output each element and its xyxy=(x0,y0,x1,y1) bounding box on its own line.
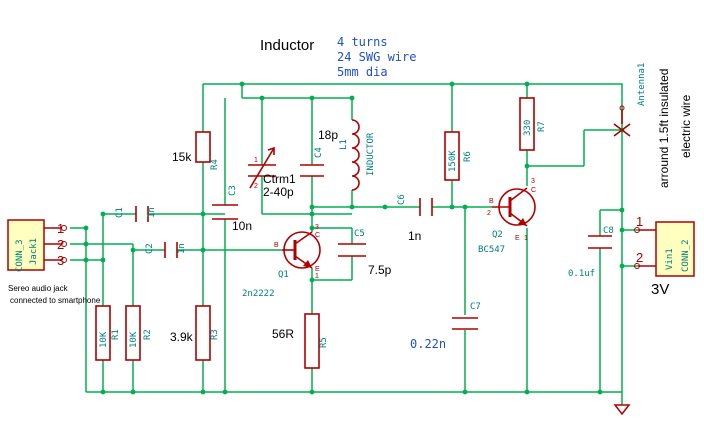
supply-voltage-label: 3V xyxy=(651,281,669,298)
svg-text:150K: 150K xyxy=(448,150,458,172)
ground-icon xyxy=(613,404,631,416)
svg-text:C: C xyxy=(531,187,536,194)
svg-text:56R: 56R xyxy=(272,327,294,341)
svg-text:0.1uf: 0.1uf xyxy=(568,269,595,279)
jack-pin1-label: 1 xyxy=(57,221,64,236)
capacitor-c6: C6 1n xyxy=(397,194,433,243)
svg-text:7.5p: 7.5p xyxy=(368,263,392,277)
svg-text:2: 2 xyxy=(254,183,258,190)
svg-text:Vin1: Vin1 xyxy=(665,248,675,270)
svg-text:1: 1 xyxy=(636,214,643,229)
svg-text:2: 2 xyxy=(487,210,491,217)
resistor-r1: 10K R1 xyxy=(95,305,121,361)
svg-text:E: E xyxy=(315,266,320,273)
svg-text:0.22n: 0.22n xyxy=(410,337,446,351)
capacitor-c2: C2 1n xyxy=(145,242,187,258)
svg-text:1n: 1n xyxy=(408,229,421,243)
capacitor-c8: C8 0.1uf xyxy=(568,226,614,279)
antenna-icon: Antenna1 arround 1.5ft insulated electri… xyxy=(613,63,693,188)
svg-text:R3: R3 xyxy=(210,329,220,340)
svg-text:B: B xyxy=(489,198,494,205)
svg-text:3: 3 xyxy=(315,224,319,231)
svg-text:2n2222: 2n2222 xyxy=(242,289,275,299)
wires xyxy=(70,83,638,405)
antenna-label: Antenna1 xyxy=(637,63,647,106)
svg-text:1n: 1n xyxy=(147,207,157,218)
audio-jack-connector: CONN_3 Jack1 1 2 3 Sereo audio jack conn… xyxy=(7,219,101,305)
inductor-note-line1: 4 turns xyxy=(337,35,388,49)
inductor-note-title: Inductor xyxy=(260,37,314,54)
jack-ref-label: CONN_3 xyxy=(15,239,25,272)
antenna-note-line1: arround 1.5ft insulated xyxy=(657,69,671,188)
inductor-note-line3: 5mm dia xyxy=(337,65,388,79)
svg-text:2: 2 xyxy=(636,250,643,265)
svg-text:1: 1 xyxy=(315,273,319,280)
svg-text:2-40p: 2-40p xyxy=(263,185,294,199)
capacitor-c5: C5 7.5p xyxy=(338,229,392,277)
resistor-r5: R5 56R xyxy=(272,313,329,369)
svg-text:R6: R6 xyxy=(463,151,473,162)
svg-text:Ctrm1: Ctrm1 xyxy=(263,172,296,186)
svg-text:Q1: Q1 xyxy=(278,270,289,280)
svg-text:C1: C1 xyxy=(115,207,125,218)
svg-text:L1: L1 xyxy=(339,139,349,150)
svg-text:C5: C5 xyxy=(354,229,365,239)
svg-text:1: 1 xyxy=(524,235,528,242)
inductor-l1: L1 INDUCTOR xyxy=(339,119,376,191)
inductor-note: Inductor 4 turns 24 SWG wire 5mm dia xyxy=(260,35,416,79)
jack-name-label: Jack1 xyxy=(29,238,39,265)
svg-text:10n: 10n xyxy=(232,219,252,233)
power-input-connector: 1 2 Vin1 CONN_2 3V xyxy=(634,214,695,298)
jack-note-line2: connected to smartphone xyxy=(10,296,101,305)
junction-dots xyxy=(83,81,625,395)
resistor-r6: 150K R6 xyxy=(444,131,473,181)
svg-text:E: E xyxy=(515,235,520,242)
capacitor-c7: C7 0.22n xyxy=(410,302,481,351)
svg-text:C4: C4 xyxy=(314,147,324,158)
resistor-r2: 10K R2 xyxy=(125,305,153,361)
jack-pin2-label: 2 xyxy=(57,237,64,252)
svg-text:CONN_2: CONN_2 xyxy=(681,239,691,272)
svg-text:C: C xyxy=(315,232,320,239)
inductor-note-line2: 24 SWG wire xyxy=(337,50,416,64)
resistor-r4: R4 15k xyxy=(172,131,220,170)
svg-text:INDUCTOR: INDUCTOR xyxy=(366,132,376,176)
svg-text:BC547: BC547 xyxy=(478,245,505,255)
resistor-r7: 330 R7 xyxy=(519,97,547,151)
svg-text:R1: R1 xyxy=(111,329,121,340)
svg-text:R2: R2 xyxy=(143,329,153,340)
svg-text:3: 3 xyxy=(531,178,535,185)
capacitor-c1: C1 1n xyxy=(115,206,157,222)
svg-text:B: B xyxy=(274,242,279,249)
svg-text:18p: 18p xyxy=(318,128,338,142)
transistor-q1: B C E 3 1 Q1 2n2222 xyxy=(242,224,321,299)
svg-text:3.9k: 3.9k xyxy=(170,330,194,344)
svg-text:C2: C2 xyxy=(145,243,155,254)
jack-note-line1: Sereo audio jack xyxy=(8,284,69,293)
resistor-r3: R3 3.9k xyxy=(170,305,220,361)
antenna-note-line2: electric wire xyxy=(679,94,693,158)
jack-pin3-label: 3 xyxy=(57,253,64,268)
capacitor-c4: C4 18p xyxy=(300,128,338,177)
svg-text:C7: C7 xyxy=(470,302,481,312)
svg-text:15k: 15k xyxy=(172,150,192,164)
svg-text:10K: 10K xyxy=(99,331,109,348)
svg-text:1n: 1n xyxy=(177,243,187,254)
svg-text:10K: 10K xyxy=(129,331,139,348)
capacitor-c3: C3 10n xyxy=(212,185,252,233)
svg-text:C8: C8 xyxy=(603,226,614,236)
svg-text:Q2: Q2 xyxy=(492,230,503,240)
svg-text:330: 330 xyxy=(523,120,533,136)
trimmer-capacitor-ctrm1: 1 2 Ctrm1 2-40p xyxy=(248,146,296,199)
svg-text:R5: R5 xyxy=(319,337,329,348)
svg-text:C6: C6 xyxy=(397,194,407,205)
svg-text:1: 1 xyxy=(254,157,258,164)
transistor-q2: B 2 C 3 E 1 Q2 BC547 xyxy=(478,178,536,255)
svg-text:R7: R7 xyxy=(537,121,547,132)
svg-text:C3: C3 xyxy=(228,185,238,196)
svg-text:R4: R4 xyxy=(210,159,220,170)
